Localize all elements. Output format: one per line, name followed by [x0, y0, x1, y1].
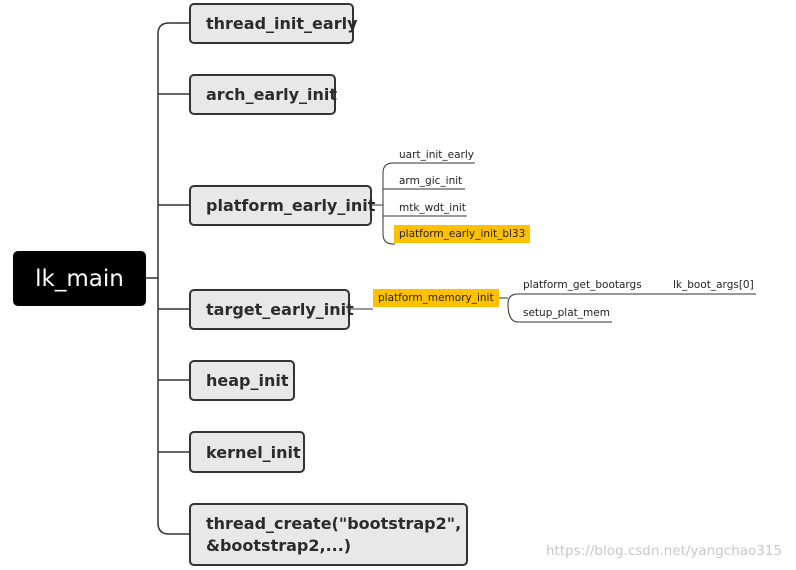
- connector-memory-bracket: [507, 293, 645, 323]
- leaf-uart-init-early[interactable]: uart_init_early: [399, 149, 474, 161]
- leaf-platform-get-bootargs[interactable]: platform_get_bootargs: [523, 279, 642, 291]
- leaf-setup-plat-mem[interactable]: setup_plat_mem: [523, 307, 610, 319]
- leaf-arm-gic-init[interactable]: arm_gic_init: [399, 175, 463, 187]
- node-kernel-init[interactable]: kernel_init: [189, 431, 305, 473]
- leaf-platform-early-init-bl33[interactable]: platform_early_init_bl33: [394, 225, 531, 243]
- node-platform-early-init[interactable]: platform_early_init: [189, 185, 375, 226]
- node-heap-init[interactable]: heap_init: [189, 360, 295, 401]
- leaf-lk-boot-args[interactable]: lk_boot_args[0]: [673, 279, 754, 291]
- watermark: https://blog.csdn.net/yangchao315: [546, 543, 783, 559]
- node-target-early-init[interactable]: target_early_init: [189, 289, 354, 330]
- root-node-lk-main[interactable]: lk_main: [13, 251, 146, 306]
- connector-trunk-vertical: [157, 22, 190, 535]
- leaf-platform-memory-init[interactable]: platform_memory_init: [373, 289, 499, 307]
- node-thread-create[interactable]: thread_create("bootstrap2", &bootstrap2,…: [189, 503, 468, 566]
- leaf-mtk-wdt-init[interactable]: mtk_wdt_init: [399, 202, 466, 214]
- node-arch-early-init[interactable]: arch_early_init: [189, 74, 337, 115]
- node-thread-init-early[interactable]: thread_init_early: [189, 3, 358, 44]
- connector-platform-bracket: [382, 162, 475, 245]
